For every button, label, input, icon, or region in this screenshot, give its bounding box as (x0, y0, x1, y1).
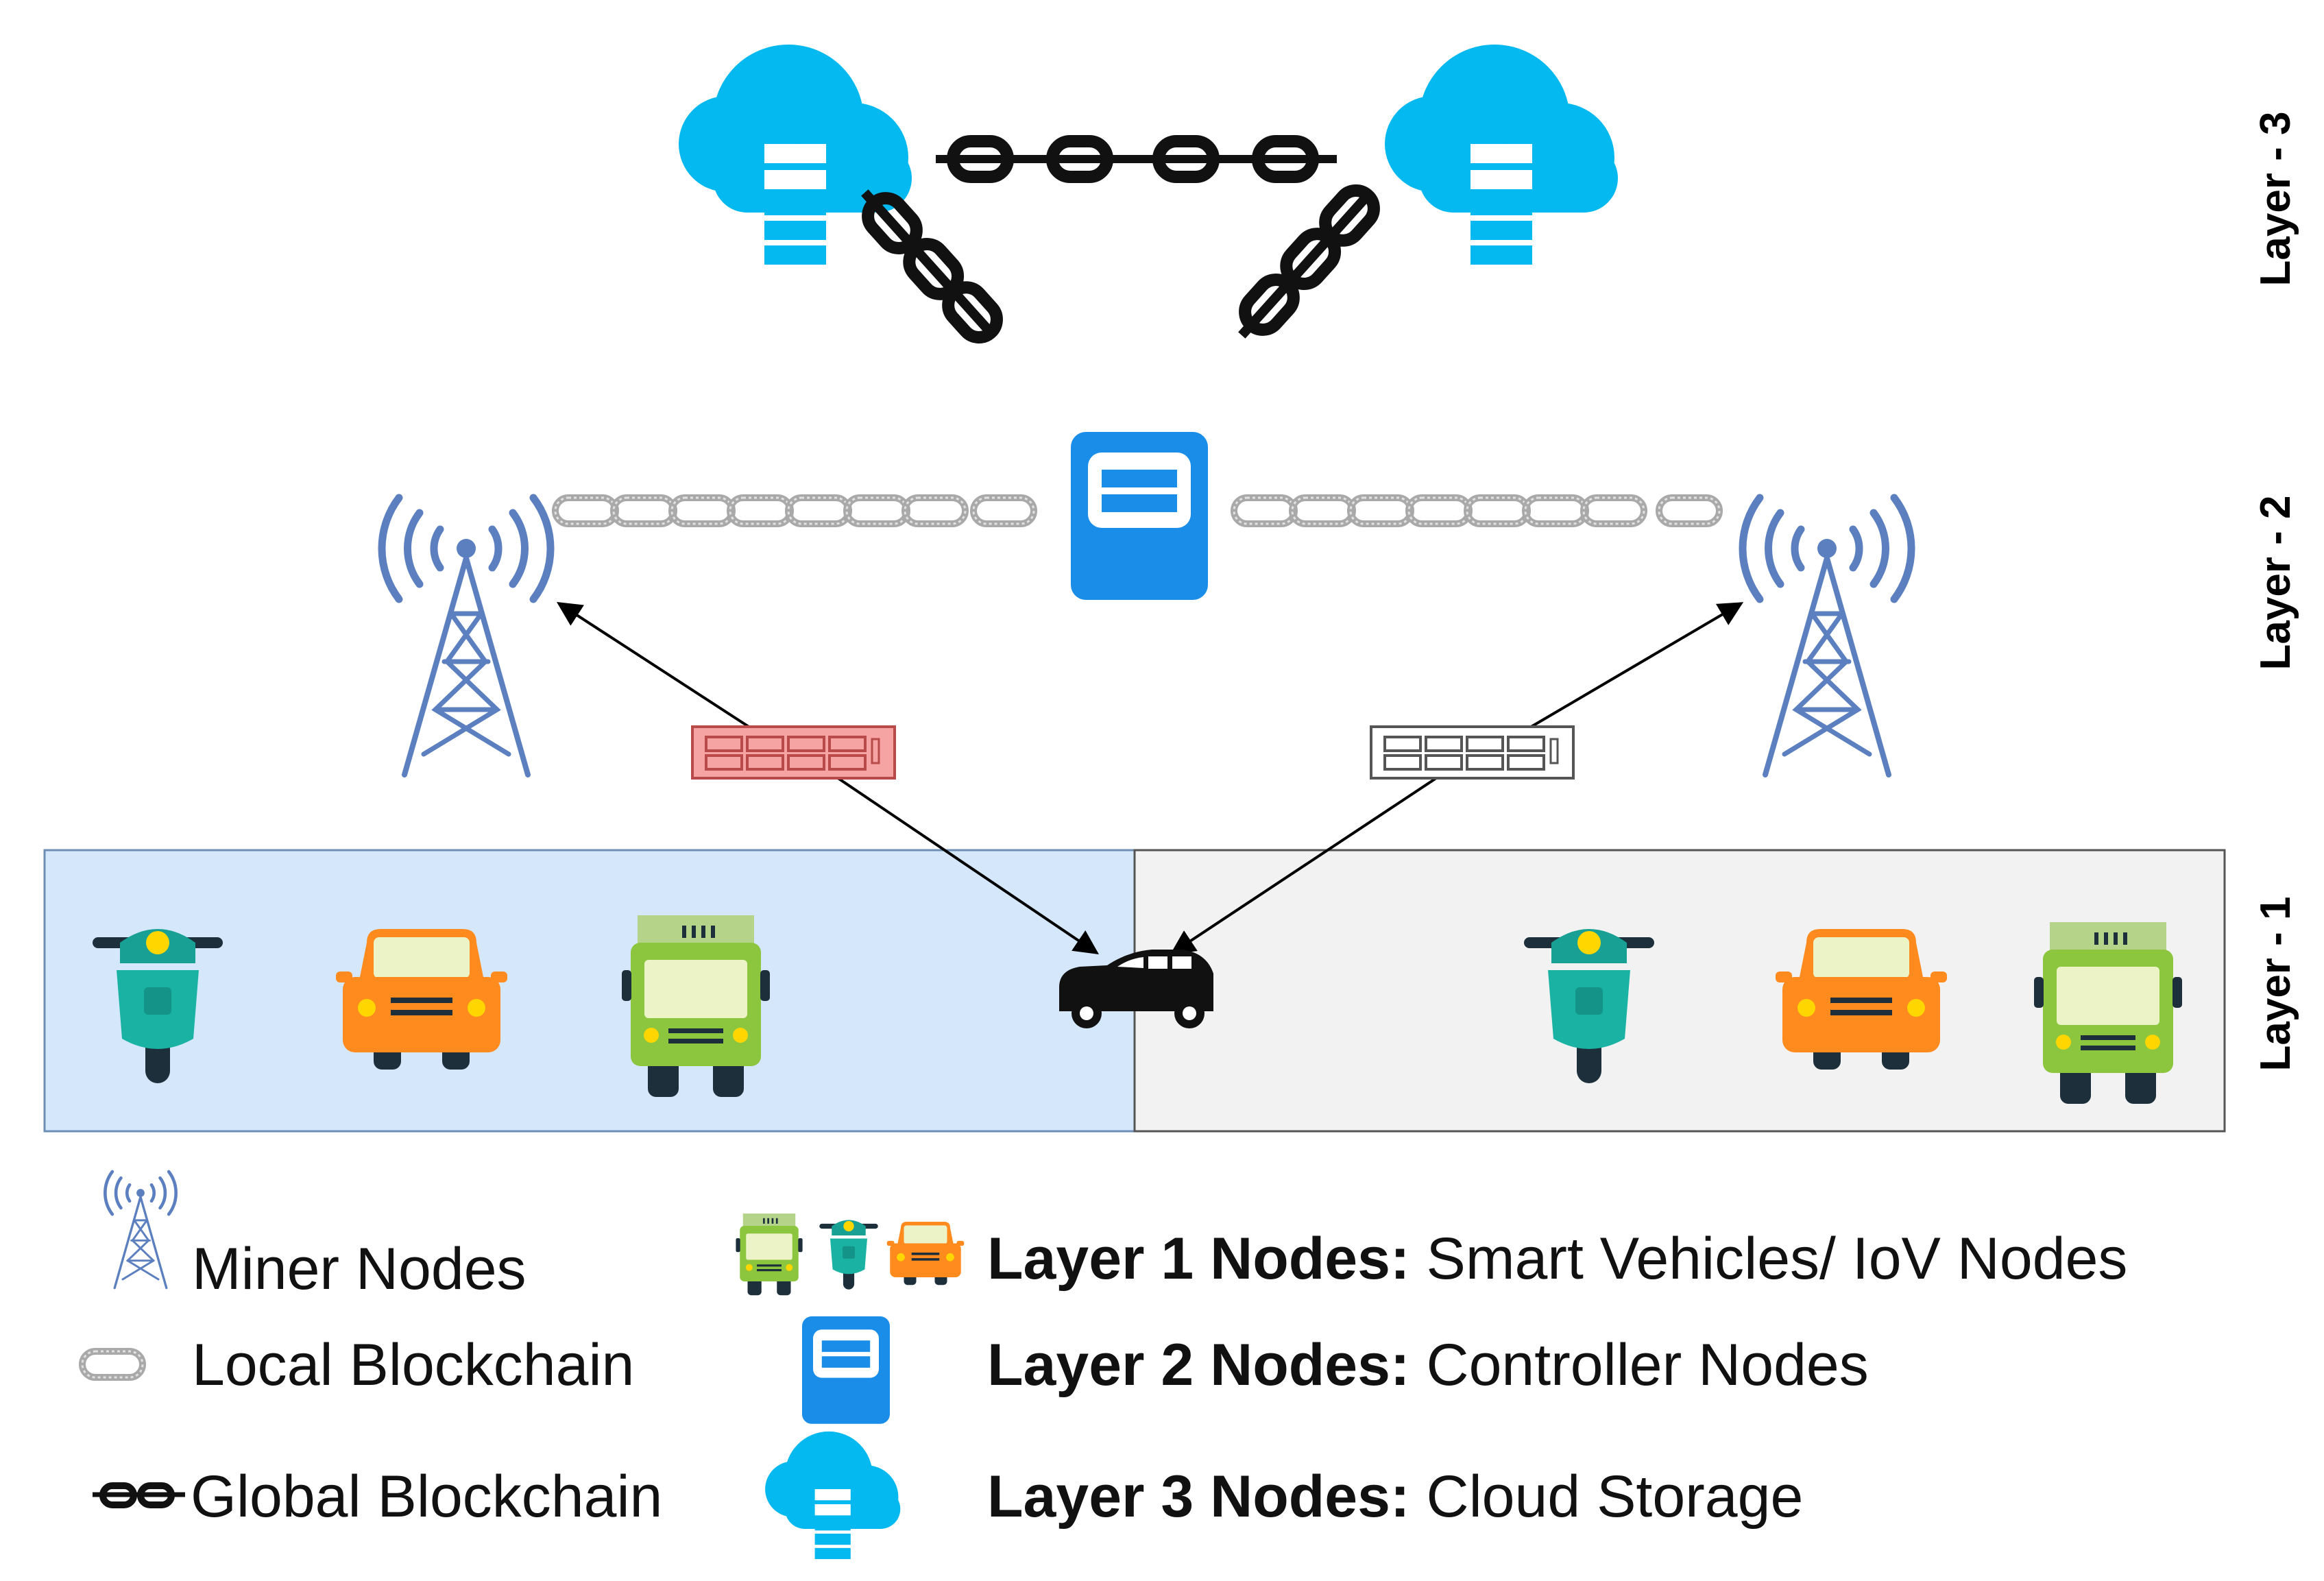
global-chain-left (851, 181, 1006, 348)
legend-miner-label: Miner Nodes (192, 1236, 526, 1302)
legend-layer1: Layer 1 Nodes: Smart Vehicles/ IoV Nodes (987, 1226, 2127, 1292)
legend-local-label: Local Blockchain (192, 1332, 634, 1398)
legend-local-chain-icon (82, 1351, 143, 1377)
black-car (1059, 950, 1213, 1028)
global-chain-top (936, 141, 1337, 177)
zone-left (43, 849, 1136, 1133)
legend-layer3-text: Cloud Storage (1410, 1464, 1804, 1530)
miner-tower-right (1743, 498, 1911, 775)
layer-2-label: Layer - 2 (2252, 495, 2299, 670)
legend-layer3: Layer 3 Nodes: Cloud Storage (987, 1464, 1803, 1530)
controller-node (1071, 432, 1208, 600)
legend-layer3-bold: Layer 3 Nodes: (987, 1464, 1410, 1530)
block-red (691, 725, 896, 780)
cloud-storage-right (1385, 45, 1618, 265)
legend-layer2-bold: Layer 2 Nodes: (987, 1332, 1410, 1398)
legend-layer2-text: Controller Nodes (1410, 1332, 1869, 1398)
block-white (1370, 725, 1575, 780)
miner-tower-left (382, 498, 550, 775)
arrows (556, 602, 1744, 955)
layer-1-label: Layer - 1 (2252, 896, 2299, 1071)
global-chain-right (1228, 181, 1383, 348)
legend-layer1-bold: Layer 1 Nodes: (987, 1226, 1410, 1292)
legend-cloud-icon (765, 1431, 901, 1560)
local-chain-left (555, 498, 1034, 524)
legend-layer1-text: Smart Vehicles/ IoV Nodes (1410, 1226, 2128, 1292)
legend-global-chain-icon (93, 1482, 185, 1508)
legend-vehicles-icon (736, 1214, 965, 1296)
legend-global-label: Global Blockchain (191, 1464, 662, 1530)
legend: Miner Nodes Local Blockchain Global Bloc… (82, 1172, 2127, 1560)
local-chain-right (1234, 498, 1719, 524)
layer-3-label: Layer - 3 (2252, 111, 2299, 286)
legend-miner-icon (105, 1172, 175, 1288)
legend-layer2: Layer 2 Nodes: Controller Nodes (987, 1332, 1869, 1398)
legend-controller-icon (802, 1316, 890, 1424)
